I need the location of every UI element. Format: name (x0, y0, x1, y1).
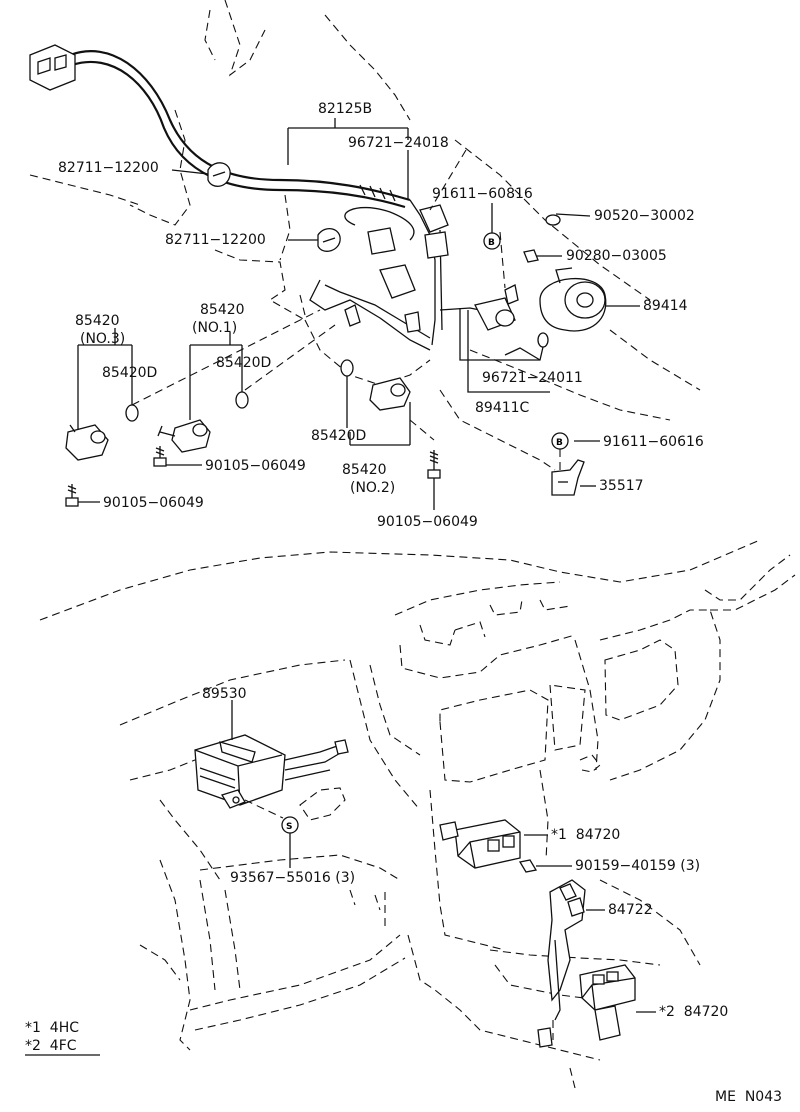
label-89530: 89530 (202, 686, 247, 702)
label-90159-40159: 90159−40159 (3) (575, 858, 701, 874)
label-84722: 84722 (608, 902, 653, 918)
label-85420-no2-number: 85420 (342, 462, 387, 478)
label-89414: 89414 (643, 298, 688, 314)
part-90280-03005 (523, 249, 539, 263)
bolt-90105-a (153, 446, 167, 467)
label-85420D-lower: 85420D (311, 428, 367, 444)
solenoid-85420-no3 (65, 424, 109, 461)
oring-85420D-left (125, 404, 139, 422)
label-85420D-left: 85420D (102, 365, 158, 381)
oring-96721-24011 (537, 332, 549, 348)
label-90520-30002: 90520−30002 (594, 208, 695, 224)
legend-note-4hc: *1 4HC (25, 1020, 80, 1036)
label-82711-12200-a: 82711−12200 (58, 160, 159, 176)
svg-text:B: B (556, 438, 563, 448)
label-90280-03005: 90280−03005 (566, 248, 667, 264)
part-84722-bracket (537, 879, 586, 1048)
label-85420-no1-tag: (NO.1) (192, 320, 238, 336)
oring-85420D-mid (235, 391, 249, 409)
oring-85420D-lower (340, 359, 354, 377)
wiring-harness-82125B (29, 44, 491, 351)
bolt-marker-b-upper: B (483, 232, 501, 250)
clamp-82711-a (207, 162, 231, 187)
instrument-panel-outline (39, 539, 796, 1089)
label-85420-no3-number: 85420 (75, 313, 120, 329)
label-35517: 35517 (599, 478, 644, 494)
screw-marker-s: S (281, 816, 299, 834)
b-mark-text: B (488, 238, 495, 248)
bolt-90105-c (427, 450, 441, 479)
label-85420D-mid: 85420D (216, 355, 272, 371)
label-84720-4fc: *2 84720 (659, 1004, 729, 1020)
label-91611-60616: 91611−60616 (603, 434, 704, 450)
label-82711-12200-b: 82711−12200 (165, 232, 266, 248)
svg-text:S: S (286, 822, 292, 832)
label-85420-no2-tag: (NO.2) (350, 480, 396, 496)
leader-lines-upper (77, 118, 640, 510)
bracket-35517 (551, 459, 585, 496)
clamp-82711-b (317, 227, 341, 252)
label-90105-06049-c: 90105−06049 (377, 514, 478, 530)
label-96721-24011: 96721−24011 (482, 370, 583, 386)
label-93567-55016: 93567−55016 (3) (230, 870, 356, 886)
leader-lines-lower (231, 700, 656, 1013)
label-89411C: 89411C (475, 400, 530, 416)
solenoid-85420-no1 (157, 419, 211, 453)
screw-90159-40159 (518, 859, 538, 873)
label-91611-60816: 91611−60816 (432, 186, 533, 202)
switch-84720-4hc (439, 819, 521, 869)
label-82125B: 82125B (318, 101, 373, 117)
page-code: ME N043 (715, 1089, 783, 1105)
legend-note-4fc: *2 4FC (25, 1038, 77, 1054)
part-89530-module (194, 734, 349, 809)
label-90105-06049-b: 90105−06049 (103, 495, 204, 511)
label-96721-24018: 96721−24018 (348, 135, 449, 151)
part-89411C-sensor (474, 284, 519, 331)
body-outline-upper (29, 0, 701, 471)
label-85420-no3-tag: (NO.3) (80, 331, 126, 347)
solenoid-85420-no2 (369, 377, 411, 411)
switch-84720-4fc (579, 964, 636, 1041)
bolt-marker-b-lower: B (551, 432, 569, 450)
label-85420-no1-number: 85420 (200, 302, 245, 318)
part-90520-30002 (545, 214, 561, 226)
part-89414-sensor (539, 267, 607, 332)
label-84720-4hc: *1 84720 (551, 827, 621, 843)
bolt-90105-b (65, 484, 79, 507)
label-90105-06049-a: 90105−06049 (205, 458, 306, 474)
